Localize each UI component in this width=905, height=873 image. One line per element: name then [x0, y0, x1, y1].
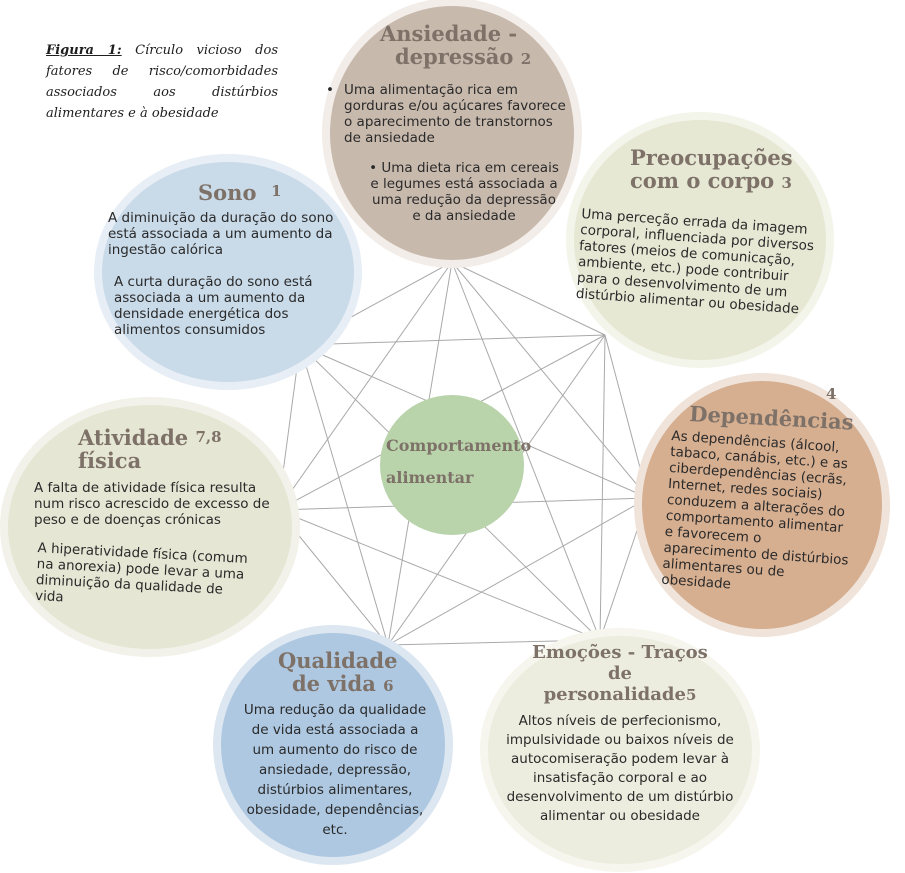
ansiedade-title-line2: depressão — [395, 44, 514, 69]
qualidade-ref: 6 — [383, 677, 394, 695]
connector-line-2 — [451, 261, 649, 499]
ansiedade-bullet1: • Uma alimentação rica em gorduras e/ou … — [326, 82, 570, 146]
sono-p2: A curta duração do sono está associada a… — [114, 274, 313, 338]
dependencias-ref: 4 — [826, 385, 837, 403]
connector-line-14 — [599, 334, 606, 641]
dependencias-circle — [634, 373, 890, 637]
connector-line-16 — [387, 497, 649, 646]
atividade-p2: A hiperatividade física (comum na anorex… — [34, 540, 249, 606]
atividade-title-line2: física — [78, 448, 142, 473]
qualidade-title-line2: de vida — [292, 671, 376, 696]
caption-lead: Figura 1: — [46, 43, 122, 58]
atividade-title: Atividade 7,8 física — [78, 426, 268, 472]
center-circle — [380, 395, 524, 535]
emocoes-ref: 5 — [685, 686, 697, 704]
preocupacoes-ref: 3 — [781, 174, 792, 192]
ansiedade-title-line2-wrap: depressão 2 — [380, 45, 540, 71]
figure-caption: Figura 1: Círculo vicioso dos fatores de… — [46, 40, 278, 124]
connector-line-6 — [299, 334, 606, 346]
connector-line-1 — [451, 261, 606, 336]
emocoes-title-line3-wrap: personalidade5 — [515, 684, 725, 706]
ansiedade-bullet2: • Uma dieta rica em cereais e legumes es… — [366, 160, 562, 224]
ansiedade-circle — [322, 0, 582, 268]
ansiedade-title-line1: Ansiedade - — [380, 21, 518, 46]
atividade-title-line1-wrap: Atividade 7,8 — [78, 426, 268, 449]
qualidade-p1: Uma redução da qualidade de vida está as… — [243, 702, 427, 838]
qualidade-title: Qualidade de vida 6 — [278, 649, 428, 698]
sono-title: Sono 1 — [198, 180, 318, 204]
atividade-circle — [0, 397, 300, 657]
ansiedade-title: Ansiedade - depressão 2 — [380, 22, 540, 71]
ansiedade-bullet2-text: Uma dieta rica em cereais e legumes está… — [370, 160, 559, 224]
dependencias-p1: As dependências (álcool, tabaco, canábis… — [660, 428, 849, 593]
emocoes-circle — [480, 628, 760, 872]
sono-circle — [94, 154, 362, 390]
emocoes-title: Emoções - Traços de personalidade5 — [515, 642, 725, 706]
preocupacoes-circle — [566, 112, 834, 368]
preocupacoes-title-line2-wrap: com o corpo 3 — [630, 169, 810, 195]
qualidade-title-line2-wrap: de vida 6 — [278, 672, 428, 698]
preocupacoes-title-line1: Preocupações — [630, 145, 793, 170]
sono-title-text: Sono — [198, 180, 257, 205]
emocoes-title-line1: Emoções - Traços — [532, 642, 708, 663]
emocoes-title-line2: de — [607, 663, 633, 684]
preocupacoes-title: Preocupações com o corpo 3 — [630, 146, 810, 195]
center-label-line2: alimentar — [386, 468, 474, 487]
atividade-p1: A falta de atividade física resulta num … — [34, 480, 270, 528]
preocupacoes-p1: Uma perceção errada da imagem corporal, … — [575, 206, 815, 318]
connector-line-3 — [277, 261, 453, 511]
qualidade-title-line1: Qualidade — [278, 648, 398, 673]
emocoes-p1: Altos níveis de perfecionismo, impulsivi… — [506, 713, 734, 824]
sono-p1: A diminuição da duração do sono está ass… — [108, 210, 334, 258]
ansiedade-ref: 2 — [520, 50, 532, 68]
sono-ref: 1 — [271, 182, 282, 200]
center-label-line1: Comportamento — [386, 436, 532, 455]
atividade-ref: 7,8 — [195, 428, 222, 446]
connector-line-19 — [277, 509, 601, 641]
caption-text: Círculo vicioso dos fatores de risco/com… — [46, 43, 278, 121]
connector-line-5 — [451, 261, 601, 641]
atividade-title-line1: Atividade — [78, 425, 189, 450]
preocupacoes-title-line2: com o corpo — [630, 168, 775, 193]
qualidade-circle — [213, 625, 453, 865]
bullet-dot: • — [369, 160, 382, 176]
emocoes-title-line3: personalidade — [543, 684, 686, 705]
ansiedade-bullet1-text: Uma alimentação rica em gorduras e/ou aç… — [344, 82, 566, 146]
connector-line-9 — [299, 344, 389, 646]
center-label: Comportamento alimentar — [386, 430, 531, 494]
